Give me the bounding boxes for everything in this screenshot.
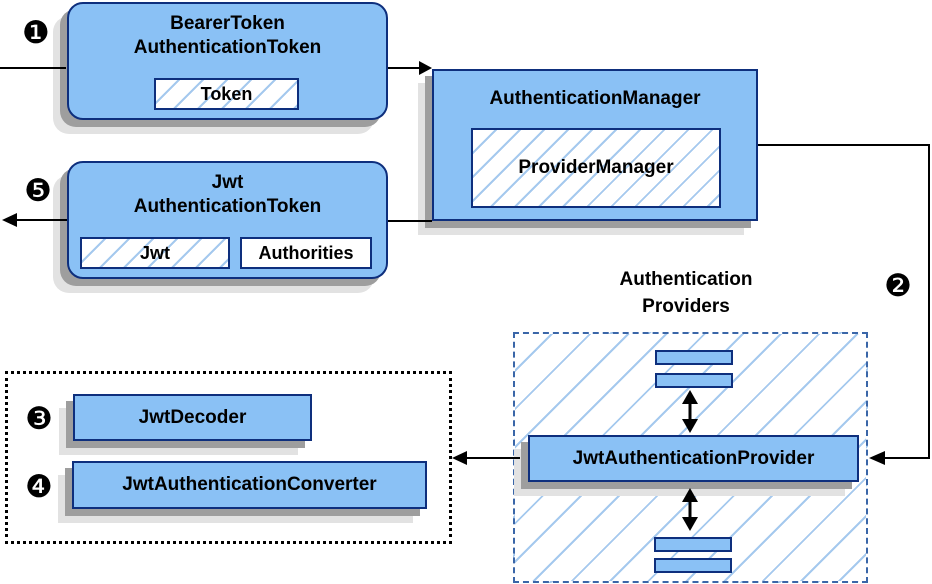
step-4-badge: ❹ bbox=[25, 469, 53, 505]
authentication-providers-label-line2: Providers bbox=[642, 296, 730, 317]
authentication-providers-label-line1: Authentication bbox=[619, 269, 753, 290]
step-1-badge: ❶ bbox=[22, 15, 50, 51]
authentication-manager-title: AuthenticationManager bbox=[489, 88, 701, 109]
provider-placeholder-bar bbox=[655, 350, 733, 365]
provider-manager-inner-box: ProviderManager bbox=[471, 128, 721, 208]
jwt-authentication-token-box: Jwt AuthenticationToken Jwt Authorities bbox=[67, 161, 388, 279]
provider-placeholder-bar bbox=[654, 537, 732, 552]
jwt-authentication-provider-box: JwtAuthenticationProvider bbox=[528, 435, 859, 482]
authentication-providers-label: Authentication Providers bbox=[576, 266, 796, 320]
decoder-converter-group bbox=[5, 371, 452, 544]
jwt-authentication-converter-box: JwtAuthenticationConverter bbox=[72, 461, 427, 509]
arrowhead-manager-to-provider bbox=[869, 451, 885, 465]
step-2-badge: ❷ bbox=[884, 268, 912, 304]
step-3-badge: ❸ bbox=[25, 401, 53, 437]
provider-placeholder-bar bbox=[654, 558, 732, 573]
authentication-manager-box: AuthenticationManager ProviderManager bbox=[432, 69, 758, 221]
jwt-decoder-box: JwtDecoder bbox=[73, 394, 312, 441]
token-inner-box: Token bbox=[154, 78, 299, 110]
step-5-badge: ❺ bbox=[24, 173, 52, 209]
jwt-token-title-line2: AuthenticationToken bbox=[133, 196, 322, 217]
bearer-token-authentication-token-box: BearerToken AuthenticationToken Token bbox=[67, 2, 388, 120]
bearer-token-title-line1: BearerToken bbox=[170, 13, 285, 34]
authorities-inner-box: Authorities bbox=[240, 237, 372, 269]
jwt-token-title-line1: Jwt bbox=[211, 172, 244, 193]
bearer-token-title-line2: AuthenticationToken bbox=[133, 37, 322, 58]
arrowhead-outgoing-result bbox=[2, 213, 17, 227]
provider-placeholder-bar bbox=[655, 373, 733, 388]
arrowhead-provider-to-decoder-group bbox=[452, 451, 467, 465]
jwt-inner-box: Jwt bbox=[80, 237, 230, 269]
arrowhead-bearer-to-manager bbox=[419, 61, 432, 75]
